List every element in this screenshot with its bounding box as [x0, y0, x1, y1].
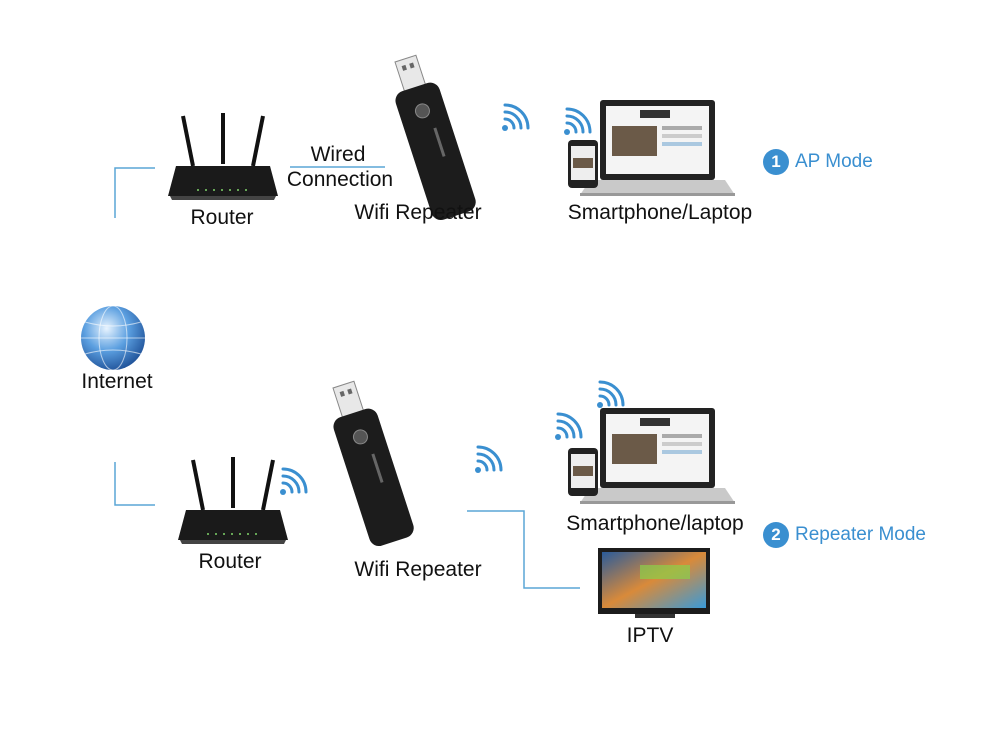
laptop-smartphone-icon: [568, 408, 735, 504]
wifi-icon: [553, 412, 583, 442]
internet-label: Internet: [81, 370, 153, 393]
repeater-label: Wifi Repeater: [354, 558, 482, 581]
mode-title: AP Mode: [795, 151, 873, 172]
ap-mode-badge: 1 AP Mode: [763, 149, 873, 175]
client-label: Smartphone/Laptop: [567, 201, 753, 224]
wifi-icon: [278, 467, 308, 497]
client-label: Smartphone/laptop: [566, 512, 744, 535]
router-label: Router: [198, 550, 262, 573]
connection-label: Connection: [286, 168, 394, 191]
wifi-icon: [595, 380, 625, 410]
internet-link-line: [114, 462, 155, 506]
repeater-icon: [321, 376, 417, 550]
wired-label: Wired: [310, 143, 366, 166]
wifi-icon: [473, 445, 503, 475]
repeater-icon: [383, 50, 479, 224]
wifi-icon: [500, 103, 530, 133]
tv-icon: [598, 548, 710, 618]
repeater-mode-badge: 2 Repeater Mode: [763, 522, 926, 548]
wifi-icon: [562, 107, 592, 137]
mode-number: 2: [763, 522, 789, 548]
mode-title: Repeater Mode: [795, 524, 926, 545]
tv-label: IPTV: [626, 624, 674, 647]
tv-link-line: [467, 510, 580, 589]
router-icon: [166, 111, 280, 202]
mode-number: 1: [763, 149, 789, 175]
globe-icon: [81, 305, 145, 371]
router-icon: [176, 455, 290, 546]
repeater-label: Wifi Repeater: [354, 201, 482, 224]
internet-link-line: [114, 167, 155, 218]
router-label: Router: [190, 206, 254, 229]
laptop-smartphone-icon: [568, 100, 735, 196]
